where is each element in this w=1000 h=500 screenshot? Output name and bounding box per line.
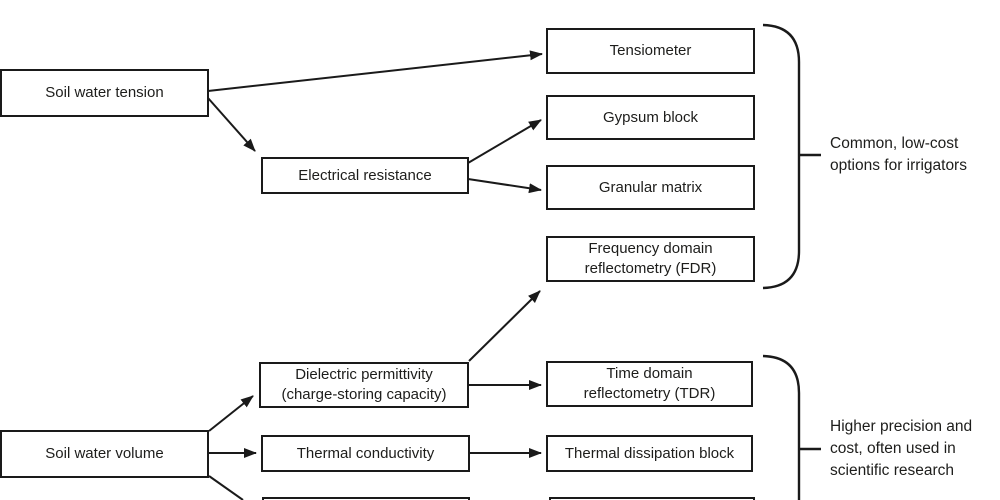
bracket-common-group [762,23,801,290]
node-soil-water-tension: Soil water tension [0,69,209,117]
edge-volume-to-dielectric [208,395,254,432]
edge-electrical-to-gypsum [467,119,542,164]
node-thermal-conductivity: Thermal conductivity [261,435,470,472]
bracket-precision-group [762,354,801,500]
node-dielectric-permittivity: Dielectric permittivity (charge-storing … [259,362,469,408]
node-granular-matrix: Granular matrix [546,165,755,210]
edge-tension-to-electrical-resistance [207,97,256,152]
node-cutoff-right [549,497,755,500]
node-thermal-dissipation-block: Thermal dissipation block [546,435,753,472]
edge-tension-to-tensiometer [207,50,543,92]
node-time-domain-reflectometry: Time domain reflectometry (TDR) [546,361,753,407]
edge-dielectric-to-fdr [468,290,541,362]
annotation-common-low-cost: Common, low-cost options for irrigators [830,135,967,174]
edge-volume-to-cutoff-node [208,475,244,500]
annotation-higher-precision: Higher precision and cost, often used in… [830,418,973,479]
edge-electrical-to-granular [467,178,542,194]
node-soil-water-volume: Soil water volume [0,430,209,478]
node-frequency-domain-reflectometry: Frequency domain reflectometry (FDR) [546,236,755,282]
node-electrical-resistance: Electrical resistance [261,157,469,194]
node-tensiometer: Tensiometer [546,28,755,74]
node-cutoff-left [262,497,470,500]
node-gypsum-block: Gypsum block [546,95,755,140]
